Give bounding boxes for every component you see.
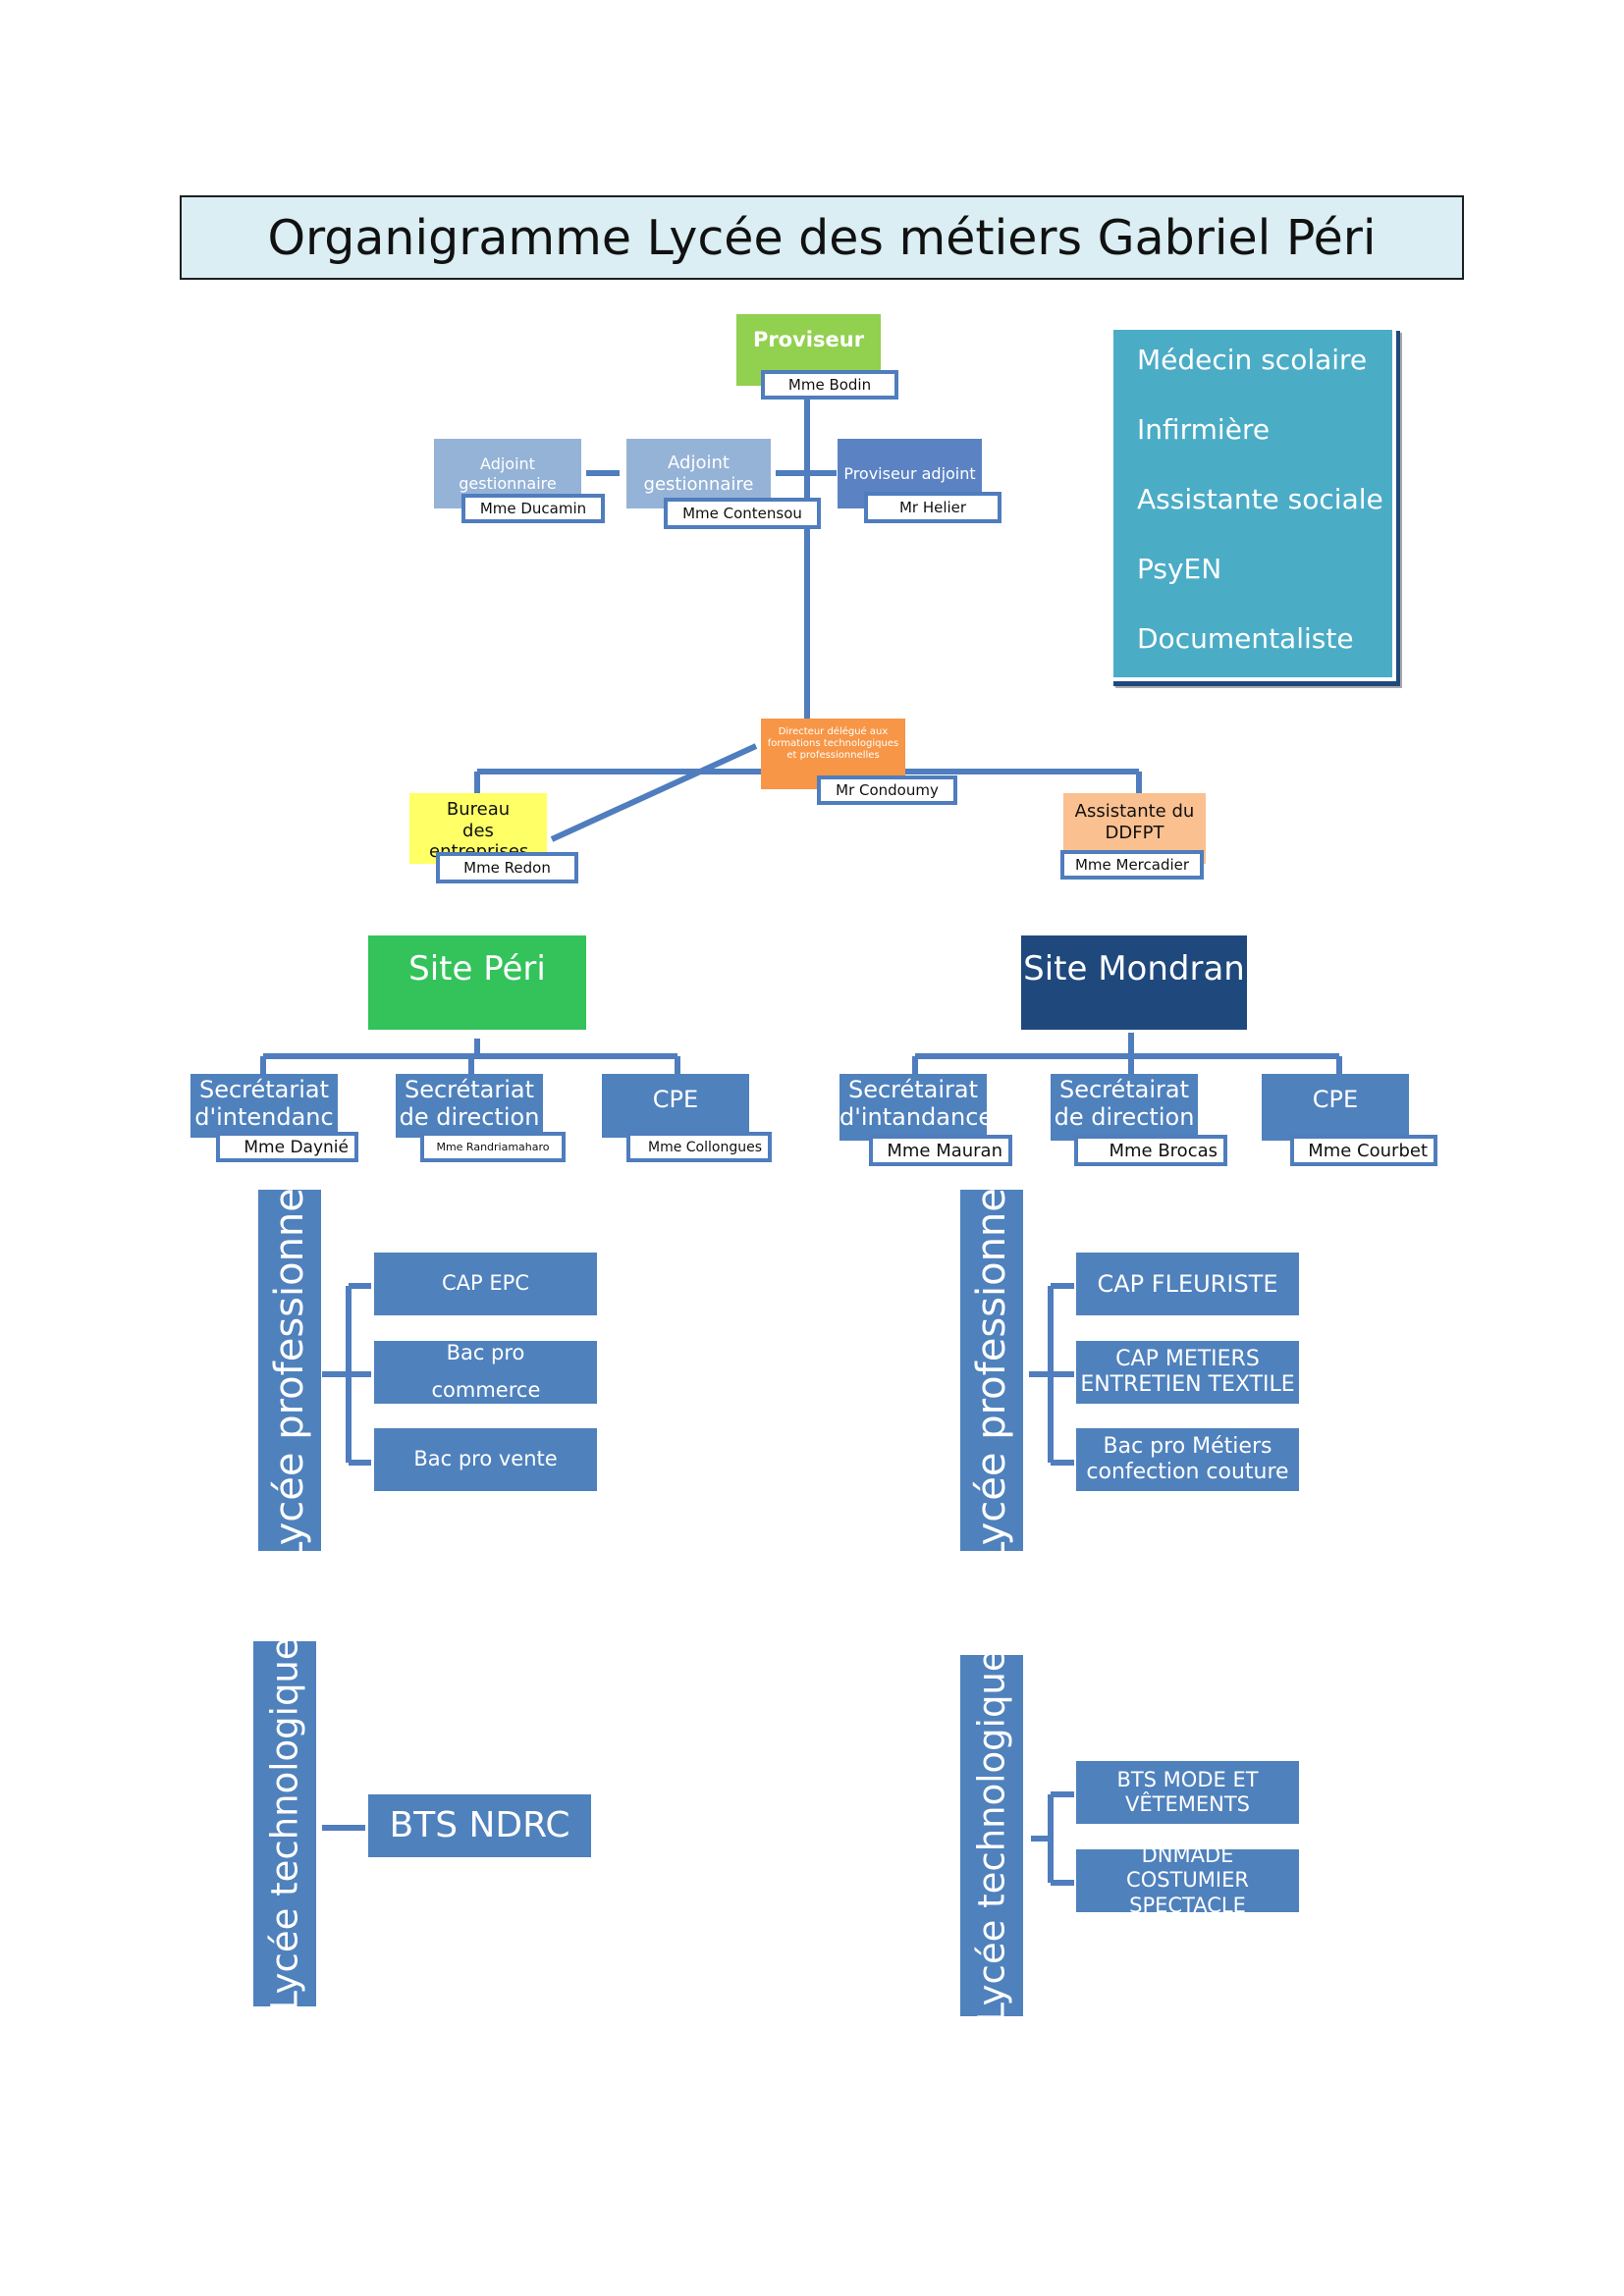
adjoint-gestionnaire-2-title: Adjoint gestionnaire: [643, 452, 754, 495]
mondran-secretariat-intendance-name: Mme Mauran: [869, 1135, 1012, 1166]
directeur-delegue-title: Directeur délégué aux formations technol…: [767, 726, 899, 761]
site-peri-title: Site Péri: [408, 949, 546, 988]
site-peri-box: Site Péri: [368, 935, 586, 1030]
service-assistante-sociale: Assistante sociale: [1137, 483, 1383, 515]
peri-secretariat-intendance-title: Secrétariat d'intendanc: [194, 1076, 334, 1132]
service-medecin: Médecin scolaire: [1137, 344, 1368, 376]
mondran-secretariat-direction-box: Secrétairat de direction: [1051, 1074, 1198, 1141]
mondran-program-bts-mode: BTS MODE ET VÊTEMENTS: [1076, 1761, 1299, 1824]
assistante-ddfpt-title: Assistante du DDFPT: [1074, 801, 1195, 843]
service-infirmiere: Infirmière: [1137, 413, 1271, 446]
side-services-panel: Médecin scolaire Infirmière Assistante s…: [1110, 326, 1396, 681]
peri-secretariat-intendance-name: Mme Daynié: [216, 1132, 358, 1162]
page-title: Organigramme Lycée des métiers Gabriel P…: [180, 195, 1464, 280]
proviseur-adjoint-title: Proviseur adjoint: [843, 463, 976, 483]
peri-secretariat-direction-name: Mme Randriamaharo: [420, 1132, 566, 1162]
mondran-secretariat-direction-title: Secrétairat de direction: [1054, 1076, 1195, 1132]
peri-secretariat-direction-box: Secrétariat de direction: [396, 1074, 543, 1138]
bureau-entreprises-name: Mme Redon: [436, 852, 578, 883]
adjoint-gestionnaire-2-name: Mme Contensou: [664, 498, 821, 529]
mondran-lycee-techno-text: Lycée technologique: [970, 1648, 1013, 2023]
peri-secretariat-direction-title: Secrétariat de direction: [399, 1076, 540, 1132]
mondran-program-dnmade-text: DNMADE COSTUMIER SPECTACLE: [1126, 1843, 1249, 1917]
mondran-program-cap-metiers-entretien-textile: CAP METIERS ENTRETIEN TEXTILE: [1076, 1341, 1299, 1404]
mondran-secretariat-direction-name: Mme Brocas: [1074, 1135, 1227, 1166]
peri-cpe-title: CPE: [652, 1086, 699, 1113]
mondran-program-cap-fleuriste: CAP FLEURISTE: [1076, 1253, 1299, 1315]
peri-program-cap-epc: CAP EPC: [374, 1253, 597, 1315]
peri-program-bts-ndrc-text: BTS NDRC: [389, 1805, 570, 1846]
mondran-cpe-box: CPE: [1262, 1074, 1409, 1141]
mondran-cpe-title: CPE: [1312, 1086, 1359, 1113]
service-documentaliste: Documentaliste: [1137, 622, 1354, 655]
peri-program-cap-epc-text: CAP EPC: [442, 1271, 529, 1296]
peri-lycee-techno-text: Lycée technologique: [263, 1636, 306, 2011]
site-mondran-box: Site Mondran: [1021, 935, 1247, 1030]
mondran-program-bac-pro-confection-text: Bac pro Métiers confection couture: [1086, 1433, 1289, 1484]
mondran-secretariat-intendance-title: Secrétairat d'intandance: [839, 1076, 994, 1132]
directeur-delegue-name: Mr Condoumy: [817, 775, 957, 805]
peri-program-bac-pro-vente-text: Bac pro vente: [413, 1447, 558, 1471]
proviseur-adjoint-name: Mr Helier: [864, 492, 1001, 523]
mondran-secretariat-intendance-box: Secrétairat d'intandance: [839, 1074, 994, 1141]
peri-lycee-pro-text: Lycée professionnel: [267, 1176, 312, 1565]
peri-lycee-techno-label: Lycée technologique: [253, 1637, 316, 2010]
peri-cpe-name: Mme Collongues: [626, 1132, 772, 1162]
service-psyen: PsyEN: [1137, 553, 1222, 585]
site-mondran-title: Site Mondran: [1023, 949, 1245, 988]
adjoint-gestionnaire-1-name: Mme Ducamin: [461, 494, 605, 523]
peri-program-bac-pro-vente: Bac pro vente: [374, 1428, 597, 1491]
mondran-program-bac-pro-confection: Bac pro Métiers confection couture: [1076, 1428, 1299, 1491]
adjoint-gestionnaire-1-title: Adjoint gestionnaire: [459, 454, 557, 493]
mondran-lycee-pro-text: Lycée professionnel: [969, 1176, 1014, 1565]
mondran-lycee-pro-label: Lycée professionnel: [960, 1177, 1023, 1564]
peri-program-bts-ndrc: BTS NDRC: [368, 1794, 591, 1857]
adjoint-gestionnaire-2-box: Adjoint gestionnaire: [626, 439, 771, 508]
mondran-program-dnmade: DNMADE COSTUMIER SPECTACLE: [1076, 1843, 1299, 1917]
mondran-program-cap-fleuriste-text: CAP FLEURISTE: [1097, 1269, 1278, 1298]
proviseur-title: Proviseur: [752, 328, 865, 351]
assistante-ddfpt-name: Mme Mercadier: [1060, 850, 1204, 880]
peri-program-bac-pro-commerce-text: Bac pro commerce: [431, 1341, 541, 1402]
peri-program-bac-pro-commerce: Bac pro commerce: [374, 1341, 597, 1404]
peri-lycee-pro-label: Lycée professionnel: [258, 1177, 321, 1564]
peri-secretariat-intendance-box: Secrétariat d'intendanc: [190, 1074, 338, 1138]
mondran-program-cap-metiers-entretien-textile-text: CAP METIERS ENTRETIEN TEXTILE: [1080, 1346, 1295, 1397]
proviseur-name: Mme Bodin: [761, 370, 898, 400]
mondran-cpe-name: Mme Courbet: [1290, 1135, 1437, 1166]
mondran-lycee-techno-label: Lycée technologique: [960, 1649, 1023, 2022]
peri-cpe-box: CPE: [602, 1074, 749, 1138]
mondran-program-bts-mode-text: BTS MODE ET VÊTEMENTS: [1116, 1767, 1259, 1816]
